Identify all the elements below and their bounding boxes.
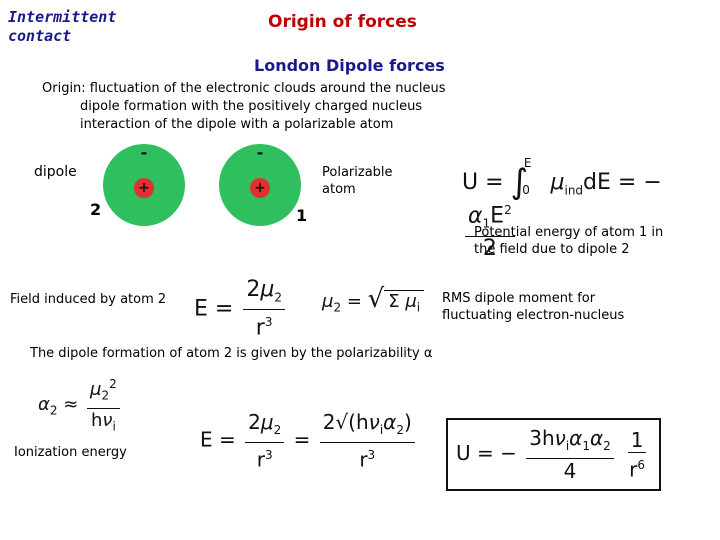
origin-text: Origin: fluctuation of the electronic cl… — [42, 80, 482, 134]
potential-energy-label: Potential energy of atom 1 in the field … — [474, 224, 674, 258]
origin-line-1: Origin: fluctuation of the electronic cl… — [42, 81, 446, 96]
field-induced-label: Field induced by atom 2 — [10, 291, 166, 308]
page-title: Origin of forces — [268, 12, 417, 32]
corner-label: Intermittent contact — [8, 8, 148, 46]
atom-2-minus-sign: - — [141, 143, 148, 162]
ionization-label: Ionization energy — [14, 444, 127, 461]
dipole-label: dipole — [34, 164, 77, 180]
atom-2-number: 2 — [90, 200, 101, 219]
page-subtitle: London Dipole forces — [254, 56, 445, 75]
atom-2-plus-sign: + — [138, 180, 150, 196]
origin-line-2: dipole formation with the positively cha… — [42, 98, 482, 116]
dipole-formation-label: The dipole formation of atom 2 is given … — [30, 345, 470, 362]
rms-label: RMS dipole moment for fluctuating electr… — [442, 290, 642, 324]
atom-1-number: 1 — [296, 206, 307, 225]
rms-equation: μ2 = √Σ μi — [322, 284, 424, 315]
polarizable-label: Polarizable atom — [322, 164, 422, 198]
atom-1-plus-sign: + — [254, 180, 266, 196]
origin-line-3: interaction of the dipole with a polariz… — [42, 116, 482, 134]
atom-1-minus-sign: - — [257, 143, 264, 162]
